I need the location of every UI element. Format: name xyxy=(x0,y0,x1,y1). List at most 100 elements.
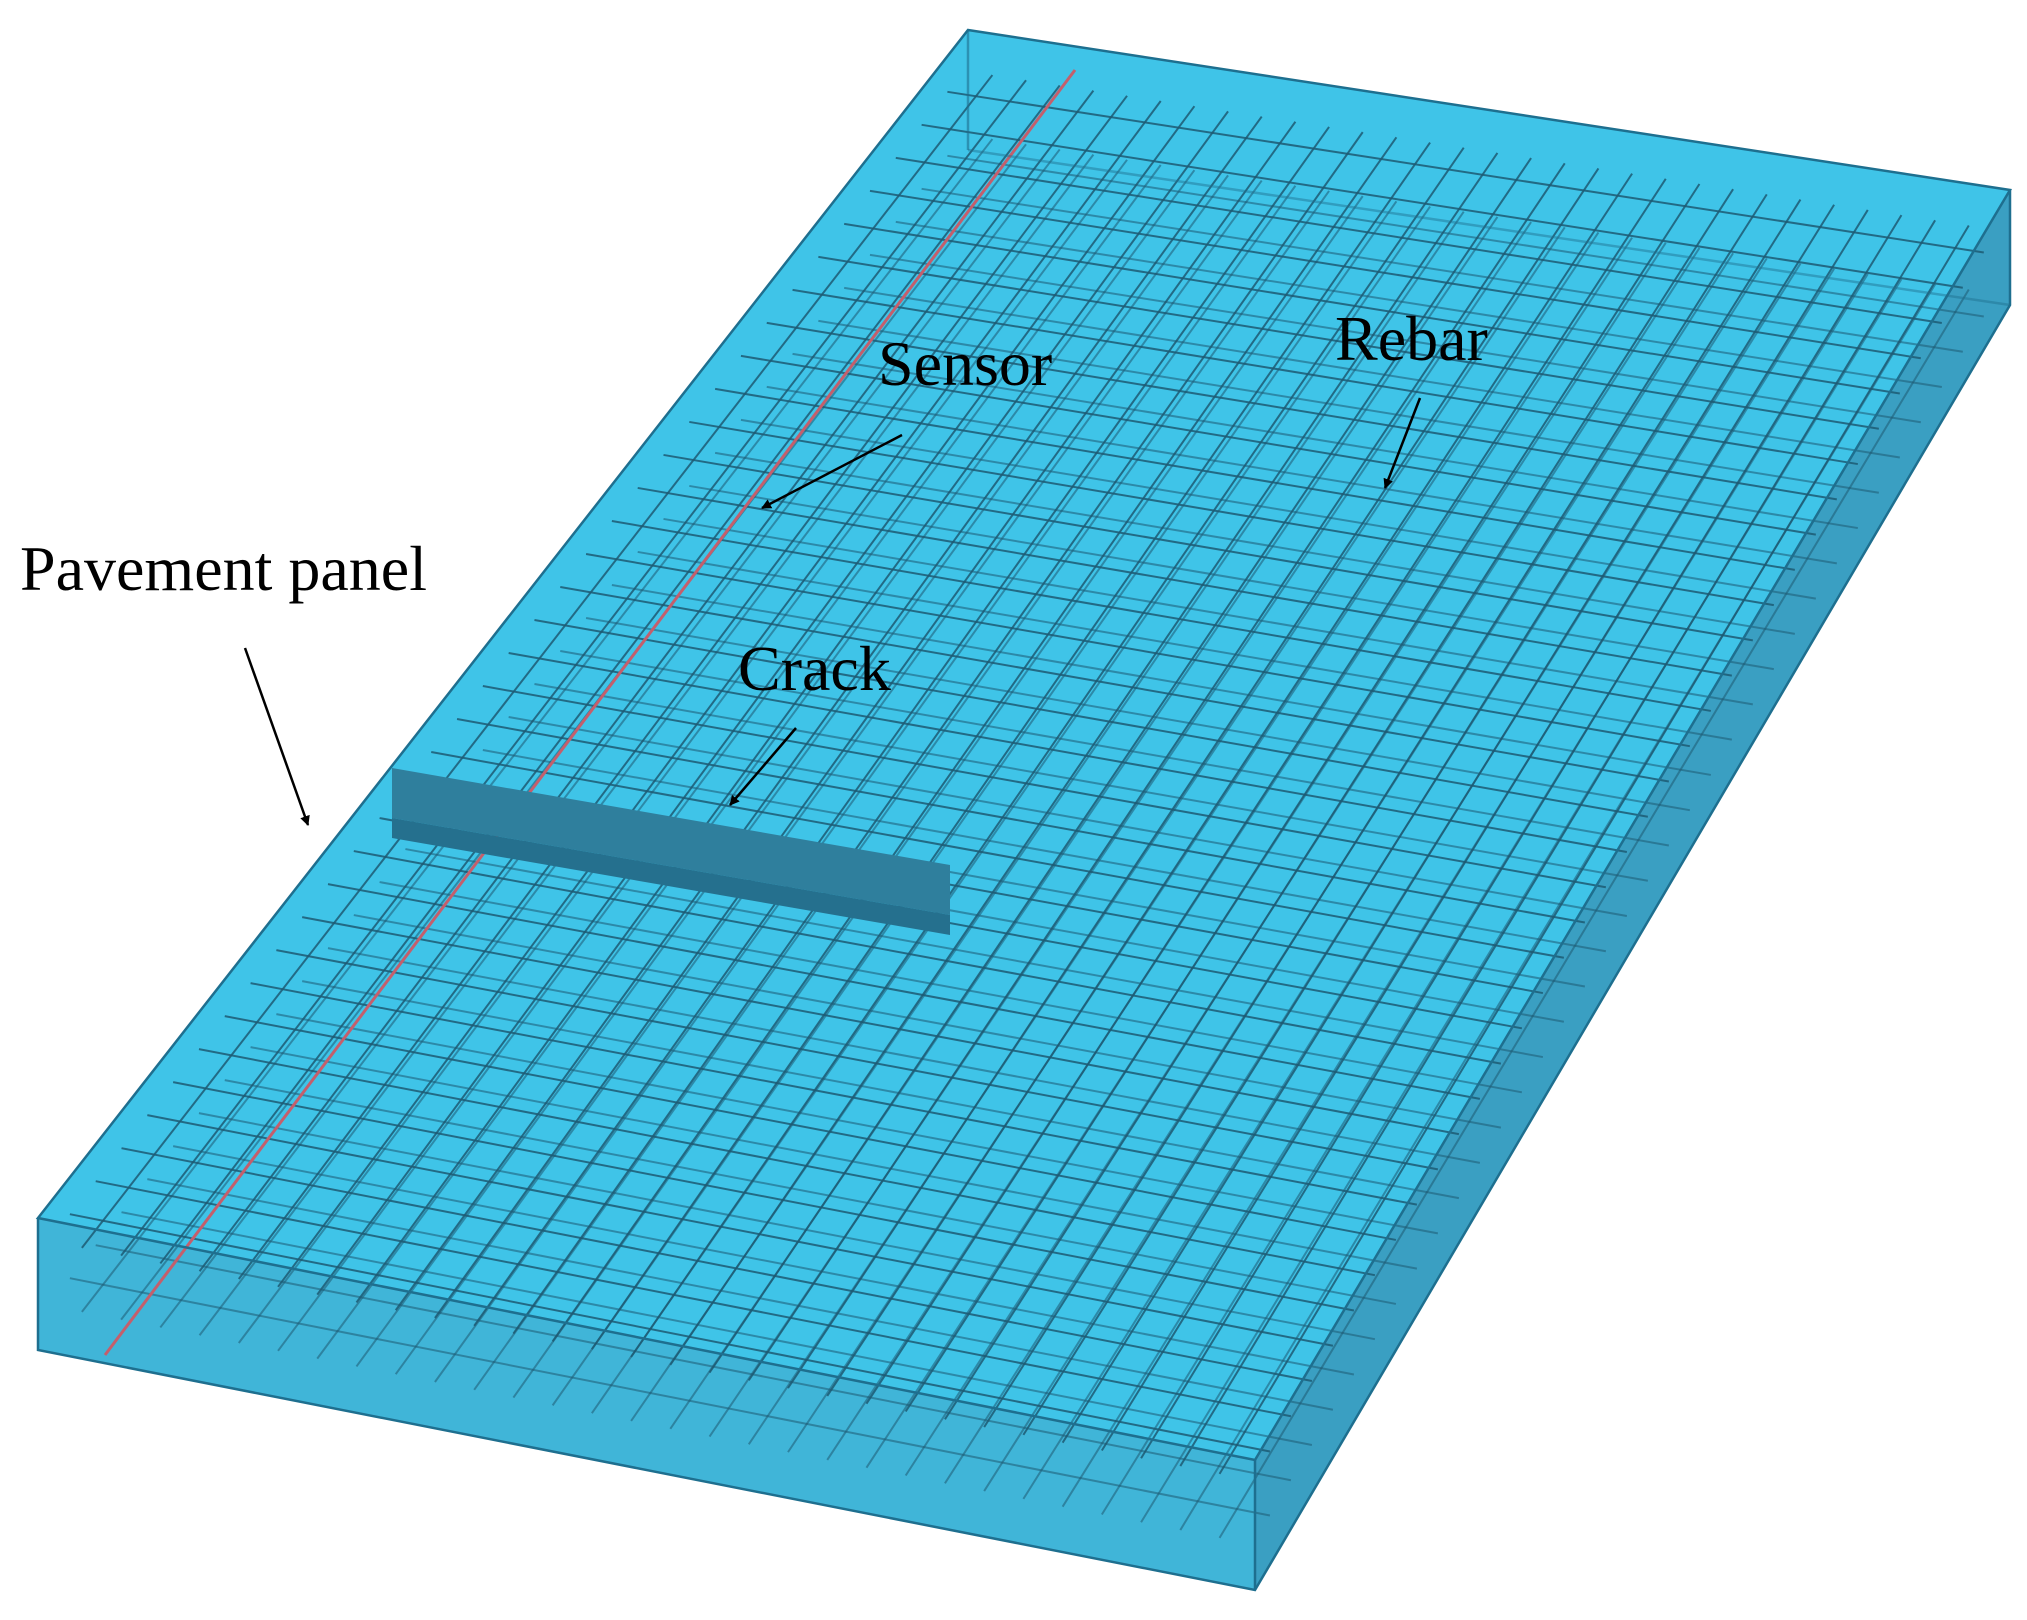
rebar-transverse xyxy=(740,354,1816,536)
rebar-longitudinal xyxy=(434,121,1297,1319)
rebar-longitudinal xyxy=(81,74,994,1249)
label-crack: Crack xyxy=(738,633,891,704)
rebar-transverse xyxy=(379,881,1523,1094)
rebar-transverse xyxy=(714,387,1795,571)
rebar-longitudinal xyxy=(159,148,1061,1329)
rebar-transverse xyxy=(224,1079,1397,1305)
rebar-transverse xyxy=(714,451,1795,635)
rebar-transverse xyxy=(766,385,1837,565)
rebar-transverse xyxy=(844,286,1900,459)
rebar-transverse xyxy=(327,947,1481,1164)
rebar-transverse xyxy=(121,1211,1313,1446)
label-sensor: Sensor xyxy=(878,328,1052,399)
rebar-transverse xyxy=(792,352,1858,530)
rebar-transverse xyxy=(637,550,1733,741)
rebar-longitudinal xyxy=(355,174,1229,1367)
slab-front-face xyxy=(38,1218,1255,1590)
rebar-transverse xyxy=(534,619,1649,818)
rebar-longitudinal xyxy=(512,131,1364,1335)
rebar-longitudinal xyxy=(865,242,1667,1469)
slab-edges xyxy=(35,28,2013,1592)
rebar-longitudinal xyxy=(630,211,1465,1422)
rebar-transverse xyxy=(663,517,1753,706)
rebar-longitudinal xyxy=(512,195,1364,1399)
rebar-longitudinal xyxy=(316,169,1196,1360)
annotation-arrows xyxy=(243,397,1422,826)
rebar-transverse xyxy=(276,949,1439,1171)
rebar-transverse xyxy=(431,751,1565,959)
rebar-transverse xyxy=(611,519,1712,712)
rebar-transverse xyxy=(147,1114,1334,1347)
rebar-transverse xyxy=(69,1213,1271,1453)
rebar-transverse xyxy=(69,1277,1271,1517)
pavement-panel-arrow xyxy=(243,647,310,826)
rebar-transverse xyxy=(172,1081,1355,1312)
rebar-longitudinal xyxy=(394,115,1263,1311)
rebar-transverse xyxy=(921,187,1963,353)
rebar-transverse xyxy=(95,1244,1292,1482)
rebar-transverse xyxy=(740,418,1816,600)
rebar-longitudinal xyxy=(81,138,994,1313)
rebar-transverse xyxy=(456,718,1586,924)
rebar-longitudinal xyxy=(904,247,1701,1477)
crack-arrow xyxy=(729,727,797,806)
crack-top-face xyxy=(392,768,950,915)
rebar-transverse xyxy=(766,321,1837,501)
rebar-transverse xyxy=(534,683,1649,882)
rebar-transverse xyxy=(689,484,1774,671)
slab-hidden-back-bottom-edge xyxy=(967,148,2011,307)
crack xyxy=(392,768,950,935)
rebar-longitudinal xyxy=(1022,263,1802,1500)
rebar-transverse xyxy=(224,1015,1397,1241)
rebar-transverse xyxy=(508,652,1628,853)
rebar-transverse xyxy=(921,123,1963,289)
crack-front-face xyxy=(392,818,950,935)
rebar-transverse xyxy=(482,749,1607,953)
rebar-transverse xyxy=(663,453,1753,642)
rebar-transverse xyxy=(250,1046,1418,1270)
rebar-transverse xyxy=(947,90,1984,254)
rebar-transverse xyxy=(327,883,1481,1100)
rebar-longitudinal xyxy=(120,79,1027,1257)
rebar-transverse xyxy=(198,1112,1376,1341)
rebar-longitudinal xyxy=(591,141,1431,1350)
sensor-line xyxy=(103,69,1077,1356)
rebar-transverse xyxy=(276,1013,1439,1235)
rebar-longitudinal xyxy=(1140,278,1903,1523)
slab-side-face xyxy=(1255,190,2010,1590)
rebar-longitudinal xyxy=(1061,268,1835,1508)
rebar-longitudinal xyxy=(551,136,1398,1342)
rebar-transverse xyxy=(301,980,1460,1200)
rebar-transverse xyxy=(869,253,1921,424)
rebar-mesh xyxy=(69,74,1984,1539)
rebar-longitudinal xyxy=(277,100,1162,1288)
rebar-transverse xyxy=(250,982,1418,1206)
rebar-transverse xyxy=(353,914,1502,1129)
rebar-transverse xyxy=(198,1048,1376,1277)
rebar-longitudinal xyxy=(237,159,1128,1344)
rebar-longitudinal xyxy=(434,185,1297,1383)
rebar-transverse xyxy=(585,552,1691,748)
rebar-longitudinal xyxy=(198,154,1095,1336)
rebar-longitudinal xyxy=(1218,288,1970,1539)
rebar-longitudinal xyxy=(355,110,1229,1303)
rebar-transverse xyxy=(482,685,1607,889)
rebar-longitudinal xyxy=(708,221,1532,1438)
rebar-longitudinal xyxy=(316,105,1196,1296)
rebar-transverse xyxy=(508,716,1628,917)
rebar-transverse xyxy=(585,616,1691,812)
rebar-longitudinal xyxy=(591,205,1431,1414)
rebar-transverse xyxy=(895,220,1942,388)
label-rebar: Rebar xyxy=(1335,303,1488,374)
labels: Sensor Rebar Pavement panel Crack xyxy=(20,303,1488,704)
rebar-longitudinal xyxy=(473,190,1330,1391)
rebar-longitudinal xyxy=(983,257,1768,1492)
rebar-transverse xyxy=(95,1180,1292,1418)
rebar-transverse xyxy=(611,583,1712,776)
rebar-longitudinal xyxy=(277,164,1162,1352)
rebar-transverse xyxy=(121,1147,1313,1382)
rebar-longitudinal xyxy=(159,84,1061,1265)
rebar-longitudinal xyxy=(1179,283,1936,1531)
rebar-transverse xyxy=(637,486,1733,677)
rebar-longitudinal xyxy=(1101,273,1869,1516)
